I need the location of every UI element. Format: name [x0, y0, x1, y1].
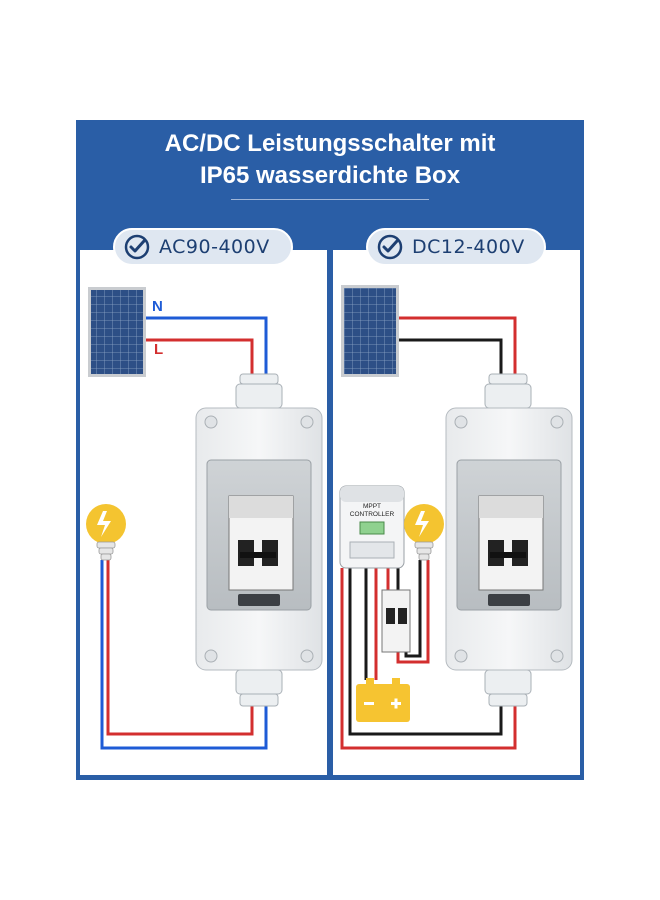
dc-negative-wire-bottom [348, 568, 503, 736]
check-circle-icon [124, 234, 150, 260]
waterproof-box-icon [195, 373, 323, 707]
solar-panel-icon [341, 285, 399, 377]
title-line-2: IP65 wasserdichte Box [199, 162, 461, 189]
light-bulb-icon [404, 504, 444, 561]
page-title: AC/DC Leistungsschalter mit IP65 wasserd… [76, 128, 584, 192]
neutral-wire-label: N [152, 298, 163, 315]
waterproof-box-icon [445, 373, 573, 707]
ac-neutral-wire-top [146, 316, 268, 378]
dc-voltage-label: DC12-400V [412, 236, 525, 258]
ac-voltage-badge: AC90-400V [113, 228, 293, 266]
solar-panel-icon [88, 287, 146, 377]
ac-live-wire-top [146, 338, 254, 378]
mppt-label-line-1: MPPT [362, 503, 382, 510]
ac-live-wire-bottom [106, 560, 254, 736]
circuit-breaker-icon [478, 495, 544, 591]
circuit-breaker-icon [381, 589, 411, 653]
dc-negative-wire-top [399, 338, 503, 378]
dc-voltage-badge: DC12-400V [366, 228, 546, 266]
live-wire-label: L [154, 341, 164, 358]
mppt-controller-icon [339, 485, 405, 569]
check-circle-icon [377, 234, 403, 260]
light-bulb-icon [86, 504, 126, 561]
dc-positive-wire-bottom [340, 568, 517, 750]
title-line-1: AC/DC Leistungsschalter mit [164, 130, 496, 157]
circuit-breaker-icon [228, 495, 294, 591]
battery-icon [356, 678, 410, 722]
dc-positive-wire-top [399, 316, 517, 378]
ac-voltage-label: AC90-400V [159, 236, 270, 258]
mppt-label-line-2: CONTROLLER [349, 511, 395, 518]
title-divider [231, 199, 429, 200]
breaker-bulb-wire-black [404, 560, 422, 658]
breaker-bulb-wire-red [396, 560, 430, 664]
ac-neutral-wire-bottom [100, 560, 268, 750]
mppt-controller-label: MPPT CONTROLLER [340, 503, 404, 519]
